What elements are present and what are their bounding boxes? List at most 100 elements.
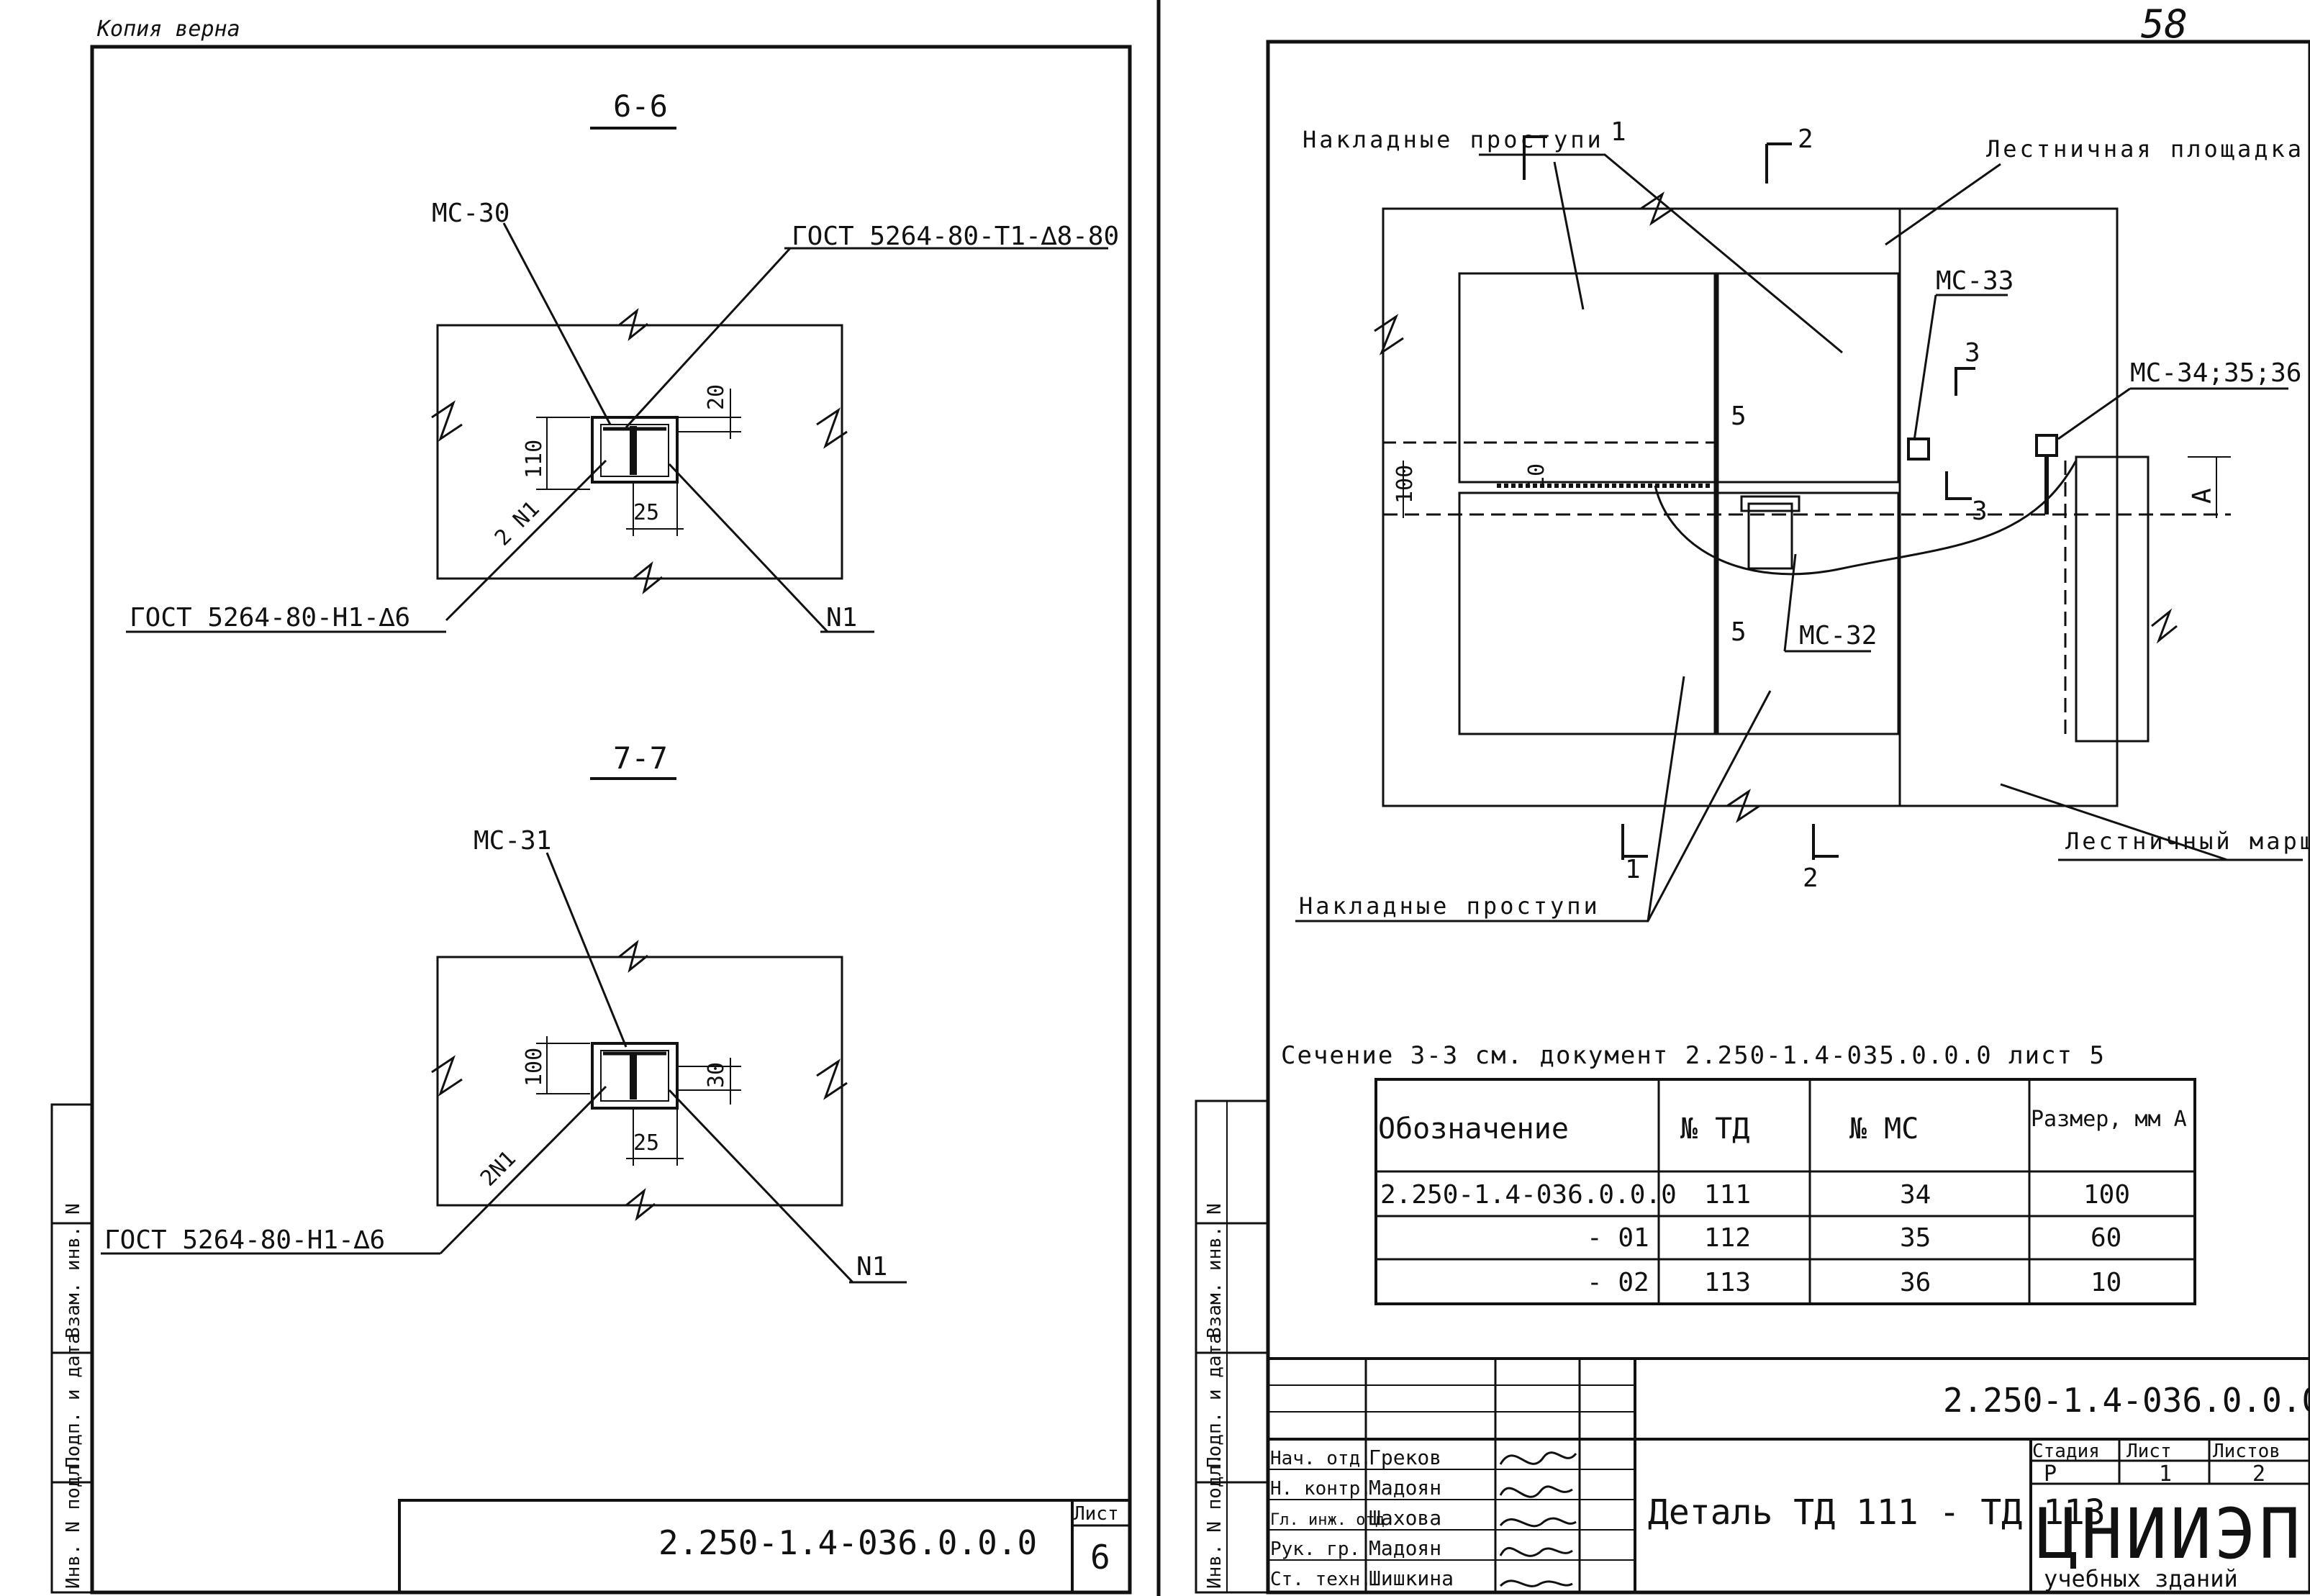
sheets-value: 2 [2252, 1461, 2265, 1487]
table-cell: 113 [1704, 1268, 1751, 1297]
stage-label: Стадия [2032, 1441, 2100, 1462]
position-mark: N1 [826, 603, 857, 632]
label-mc-32: МС-32 [1799, 621, 1877, 650]
stamp-inv-podl: Инв. N подл. [63, 1454, 84, 1589]
dim-5-top: 5 [1731, 402, 1747, 431]
stamp-podp-data: Подп. и дата [1204, 1333, 1226, 1468]
dim-a: А [2188, 488, 2217, 504]
org-name: ЦНИИЭП [2037, 1494, 2304, 1574]
table-cell: 60 [2091, 1223, 2121, 1253]
sheet-label: Лист [2126, 1441, 2172, 1462]
dim-110: 110 [522, 440, 547, 479]
left-doc-code: 2.250-1.4-036.0.0.0 [658, 1523, 1037, 1562]
overlay-tread-lower [1458, 491, 1900, 735]
stamp-vzam-inv: Взам. инв. N [1204, 1203, 1226, 1338]
org-subtitle: учебных зданий [2044, 1565, 2238, 1592]
cut-mark-2-bottom: 2 [1803, 863, 1818, 893]
dim-25: 25 [633, 500, 659, 525]
label-overlay-treads-bottom: Накладные проступи [1299, 892, 1600, 920]
label-flight: Лестничный марш [2065, 828, 2310, 855]
right-doc-code: 2.250-1.4-036.0.0.0 [1943, 1381, 2310, 1420]
table-cell: 111 [1704, 1180, 1751, 1210]
gost-bottom-label: ГОСТ 5264-80-Н1-∆6 [130, 603, 410, 632]
table-cell: 10 [2091, 1268, 2121, 1297]
page-number: 58 [2141, 1, 2188, 47]
cut-mark-1-top: 1 [1611, 117, 1626, 147]
mc-33-plate [1907, 437, 1930, 461]
staff-role: Ст. техн. [1270, 1569, 1372, 1590]
table-header-td: № ТД [1680, 1112, 1749, 1146]
left-sheet: Инв. N подл. Подп. и дата Взам. инв. N 6… [50, 45, 1132, 1595]
table-header-designation: Обозначение [1378, 1112, 1569, 1146]
table-cell: 2.250-1.4-036.0.0.0 [1380, 1180, 1677, 1210]
section-title: 7-7 [613, 740, 668, 776]
weld-mark: 2N1 [476, 1146, 521, 1192]
weld-mark: 2 N1 [490, 497, 545, 551]
flight-block [2075, 455, 2150, 743]
stamp-podp-data: Подп. и дата [63, 1333, 84, 1468]
overlay-tread-upper [1458, 272, 1900, 484]
staff-role: Гл. инж. отд [1270, 1511, 1385, 1529]
sheet-value: 1 [2159, 1461, 2172, 1487]
stage-value: Р [2044, 1461, 2057, 1487]
table-header-size: Размер, мм А [2031, 1107, 2187, 1132]
table-cell: 112 [1704, 1223, 1751, 1253]
gost-top-label: ГОСТ 5264-80-Т1-∆8-80 [792, 222, 1119, 251]
right-title-block: 2.250-1.4-036.0.0.0 Деталь ТД 111 - ТД 1… [1268, 1357, 2310, 1592]
table-cell: 35 [1900, 1223, 1931, 1253]
left-sheet-frame [90, 45, 1132, 1595]
table-cell: 36 [1900, 1268, 1931, 1297]
table-cell: 100 [2083, 1180, 2130, 1210]
cut-mark-1-bottom: 1 [1625, 855, 1641, 884]
left-sheet-label: Лист [1074, 1503, 1119, 1525]
table-header-mc: № МС [1849, 1112, 1919, 1146]
dim-100: 100 [1392, 465, 1418, 504]
dim-20: 20 [704, 384, 729, 410]
staff-name: Греков [1369, 1446, 1441, 1469]
section-note: Сечение 3-3 см. документ 2.250-1.4-035.0… [1281, 1041, 2106, 1070]
label-mc-33: МС-33 [1936, 266, 2014, 296]
mc-32-plate [1747, 502, 1793, 570]
staff-role: Н. контр. [1270, 1478, 1372, 1500]
table-cell: - 02 [1587, 1268, 1649, 1297]
dim-10: 10 [1524, 463, 1549, 489]
right-drawing-title: Деталь ТД 111 - ТД 113 [1648, 1492, 2106, 1533]
left-side-stamp: Инв. N подл. Подп. и дата Взам. инв. N [50, 1103, 94, 1594]
staff-role: Рук. гр. [1270, 1538, 1360, 1560]
staff-name: Шишкина [1369, 1566, 1454, 1590]
copy-note: Копия верна [96, 17, 240, 42]
table-cell: 34 [1900, 1180, 1931, 1210]
section-6-6: 6-6 МС-30 ГОСТ 5264-80-Т1-∆8-80 ГОСТ 526… [126, 89, 1119, 633]
embedded-plate-outline [436, 324, 843, 580]
section-title: 6-6 [613, 89, 668, 124]
dim-5-bottom: 5 [1731, 617, 1747, 647]
stair-landing-plan: Накладные проступи Лестничная площадка М… [1295, 117, 2310, 922]
dim-100: 100 [522, 1048, 547, 1087]
mc-30-label: МС-30 [432, 199, 509, 228]
staff-name: Мадоян [1369, 1476, 1441, 1500]
dim-25: 25 [633, 1130, 659, 1156]
landing-outline [1382, 207, 2119, 807]
sheets-label: Листов [2213, 1441, 2280, 1462]
label-mc-34-35-36: МС-34;35;36 [2130, 358, 2301, 388]
staff-name: Мадоян [1369, 1536, 1441, 1560]
mc-31-plate [591, 1042, 679, 1110]
position-mark: N1 [856, 1252, 887, 1282]
cut-mark-3-bottom: 3 [1972, 497, 1988, 526]
right-sheet-frame [1266, 40, 2310, 1595]
staff-role: Нач. отд. [1270, 1448, 1372, 1469]
cut-mark-2-top: 2 [1798, 124, 1813, 154]
stamp-vzam-inv: Взам. инв. N [63, 1203, 84, 1338]
gost-bottom-label: ГОСТ 5264-80-Н1-∆6 [104, 1225, 385, 1255]
label-landing: Лестничная площадка [1986, 135, 2304, 163]
left-sheet-number: 6 [1090, 1538, 1110, 1577]
left-title-block: 2.250-1.4-036.0.0.0 Лист 6 [398, 1499, 1131, 1594]
stamp-inv-podl: Инв. N подл. [1204, 1454, 1226, 1589]
mc-34-plate [2035, 434, 2058, 457]
table-cell: - 01 [1587, 1223, 1649, 1253]
staff-name: Шахова [1369, 1506, 1441, 1530]
section-7-7: 7-7 МС-31 ГОСТ 5264-80-Н1-∆6 2N1 N1 100 [101, 740, 907, 1284]
signatures [1499, 1451, 1577, 1587]
mc-31-label: МС-31 [474, 826, 551, 856]
